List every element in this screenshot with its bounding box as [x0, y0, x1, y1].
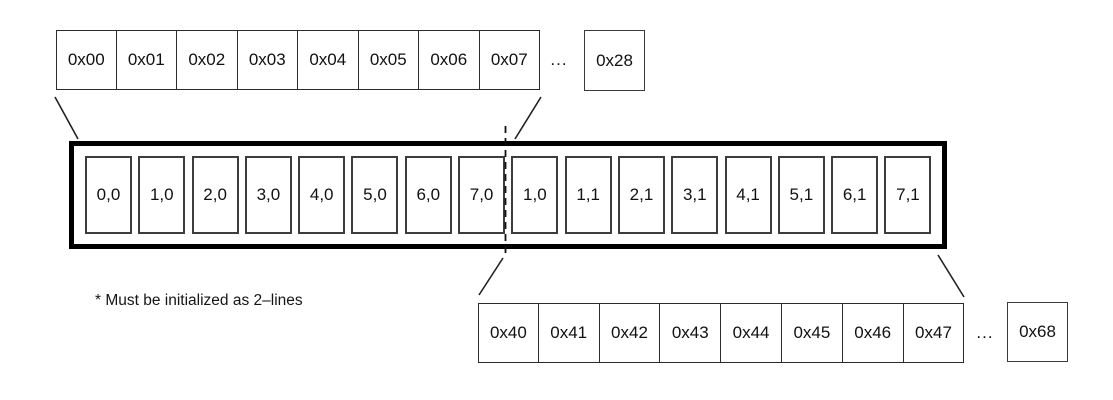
buffer-cell: 4,0 [298, 156, 346, 234]
buffer-label: 3,0 [256, 185, 281, 204]
address-label: 0x05 [369, 50, 407, 69]
buffer-cell: 6,0 [404, 156, 452, 234]
address-label: 0x45 [793, 323, 831, 342]
address-cell: 0x46 [842, 303, 904, 363]
buffer-cell: 2,1 [617, 156, 665, 234]
address-cell: 0x02 [177, 30, 238, 90]
address-cell: 0x47 [903, 303, 965, 363]
buffer-cell: 5,0 [351, 156, 399, 234]
address-cell: 0x41 [538, 303, 600, 363]
address-cell: 0x40 [478, 303, 539, 363]
address-label: 0x28 [596, 50, 633, 70]
buffer-cell: 1,0 [138, 156, 186, 234]
buffer-label: 6,1 [842, 185, 867, 204]
address-label: 0x07 [490, 50, 528, 69]
address-label: 0x42 [611, 323, 648, 342]
address-cell: 0x42 [599, 303, 661, 363]
address-cell: 0x44 [721, 303, 782, 363]
address-cell: 0x05 [358, 30, 419, 90]
line-buffer-box: 0,0 1,0 2,0 3,0 4,0 5,0 6,0 7,0 1,0 1,1 … [69, 141, 947, 249]
top-tail-cell: 0x28 [584, 30, 645, 91]
buffer-label: 1,0 [523, 185, 547, 204]
address-label: 0x01 [127, 50, 165, 69]
address-cell: 0x07 [479, 30, 540, 90]
address-label: 0x43 [671, 323, 709, 342]
address-label: 0x47 [915, 323, 952, 342]
address-cell: 0x43 [660, 303, 722, 363]
footnote: * Must be initialized as 2–lines [95, 292, 303, 309]
address-label: 0x02 [188, 50, 226, 69]
buffer-label: 5,0 [363, 185, 387, 204]
address-label: 0x00 [67, 50, 105, 69]
buffer-cell: 3,0 [244, 156, 292, 234]
address-label: 0x06 [430, 50, 468, 69]
buffer-label: 2,1 [629, 185, 654, 204]
buffer-label: 5,1 [789, 185, 814, 204]
address-label: 0x04 [309, 50, 347, 69]
buffer-cell: 2,0 [191, 156, 239, 234]
buffer-cell: 0,0 [85, 156, 132, 234]
buffer-label: 7,0 [469, 185, 494, 204]
address-label: 0x41 [550, 323, 588, 342]
buffer-label: 0,0 [96, 185, 121, 204]
address-label: 0x68 [1019, 322, 1056, 341]
connector-bottom-left-line [478, 257, 504, 296]
buffer-label: 4,1 [736, 185, 760, 204]
address-cell: 0x06 [419, 30, 480, 90]
address-label: 0x03 [248, 50, 286, 69]
buffer-cell: 3,1 [671, 156, 719, 234]
address-label: 0x46 [854, 323, 892, 342]
buffer-cell: 5,1 [777, 156, 825, 234]
buffer-label: 6,0 [416, 185, 441, 204]
connector-top-left-line [54, 96, 79, 140]
buffer-label: 1,1 [576, 185, 600, 204]
buffer-label: 7,1 [896, 185, 920, 204]
buffer-cell: 1,1 [564, 156, 612, 234]
buffer-cell: 7,0 [458, 156, 506, 234]
address-label: 0x44 [732, 323, 770, 342]
address-cell: 0x01 [116, 30, 177, 90]
address-cell: 0x45 [781, 303, 843, 363]
connector-top-right-line [514, 96, 542, 140]
buffer-label: 4,0 [309, 185, 334, 204]
top-address-row: 0x00 0x01 0x02 0x03 0x04 0x05 0x06 0x07 [56, 30, 540, 90]
address-label: 0x40 [489, 323, 527, 342]
address-cell: 0x00 [56, 30, 117, 90]
buffer-cell: 4,1 [724, 156, 772, 234]
bottom-address-row: 0x40 0x41 0x42 0x43 0x44 0x45 0x46 0x47 [478, 303, 965, 363]
bottom-ellipsis: ... [976, 323, 994, 342]
address-cell: 0x03 [237, 30, 298, 90]
buffer-label: 3,1 [682, 185, 707, 204]
top-ellipsis: ... [550, 50, 568, 69]
buffer-cell: 1,0 [511, 156, 559, 234]
buffer-label: 1,0 [149, 185, 174, 204]
bottom-tail-cell: 0x68 [1007, 302, 1068, 362]
address-cell: 0x04 [298, 30, 359, 90]
buffer-cell: 7,1 [884, 156, 932, 234]
buffer-label: 2,0 [203, 185, 227, 204]
buffer-cell: 6,1 [831, 156, 879, 234]
connector-bottom-right-line [937, 254, 965, 298]
